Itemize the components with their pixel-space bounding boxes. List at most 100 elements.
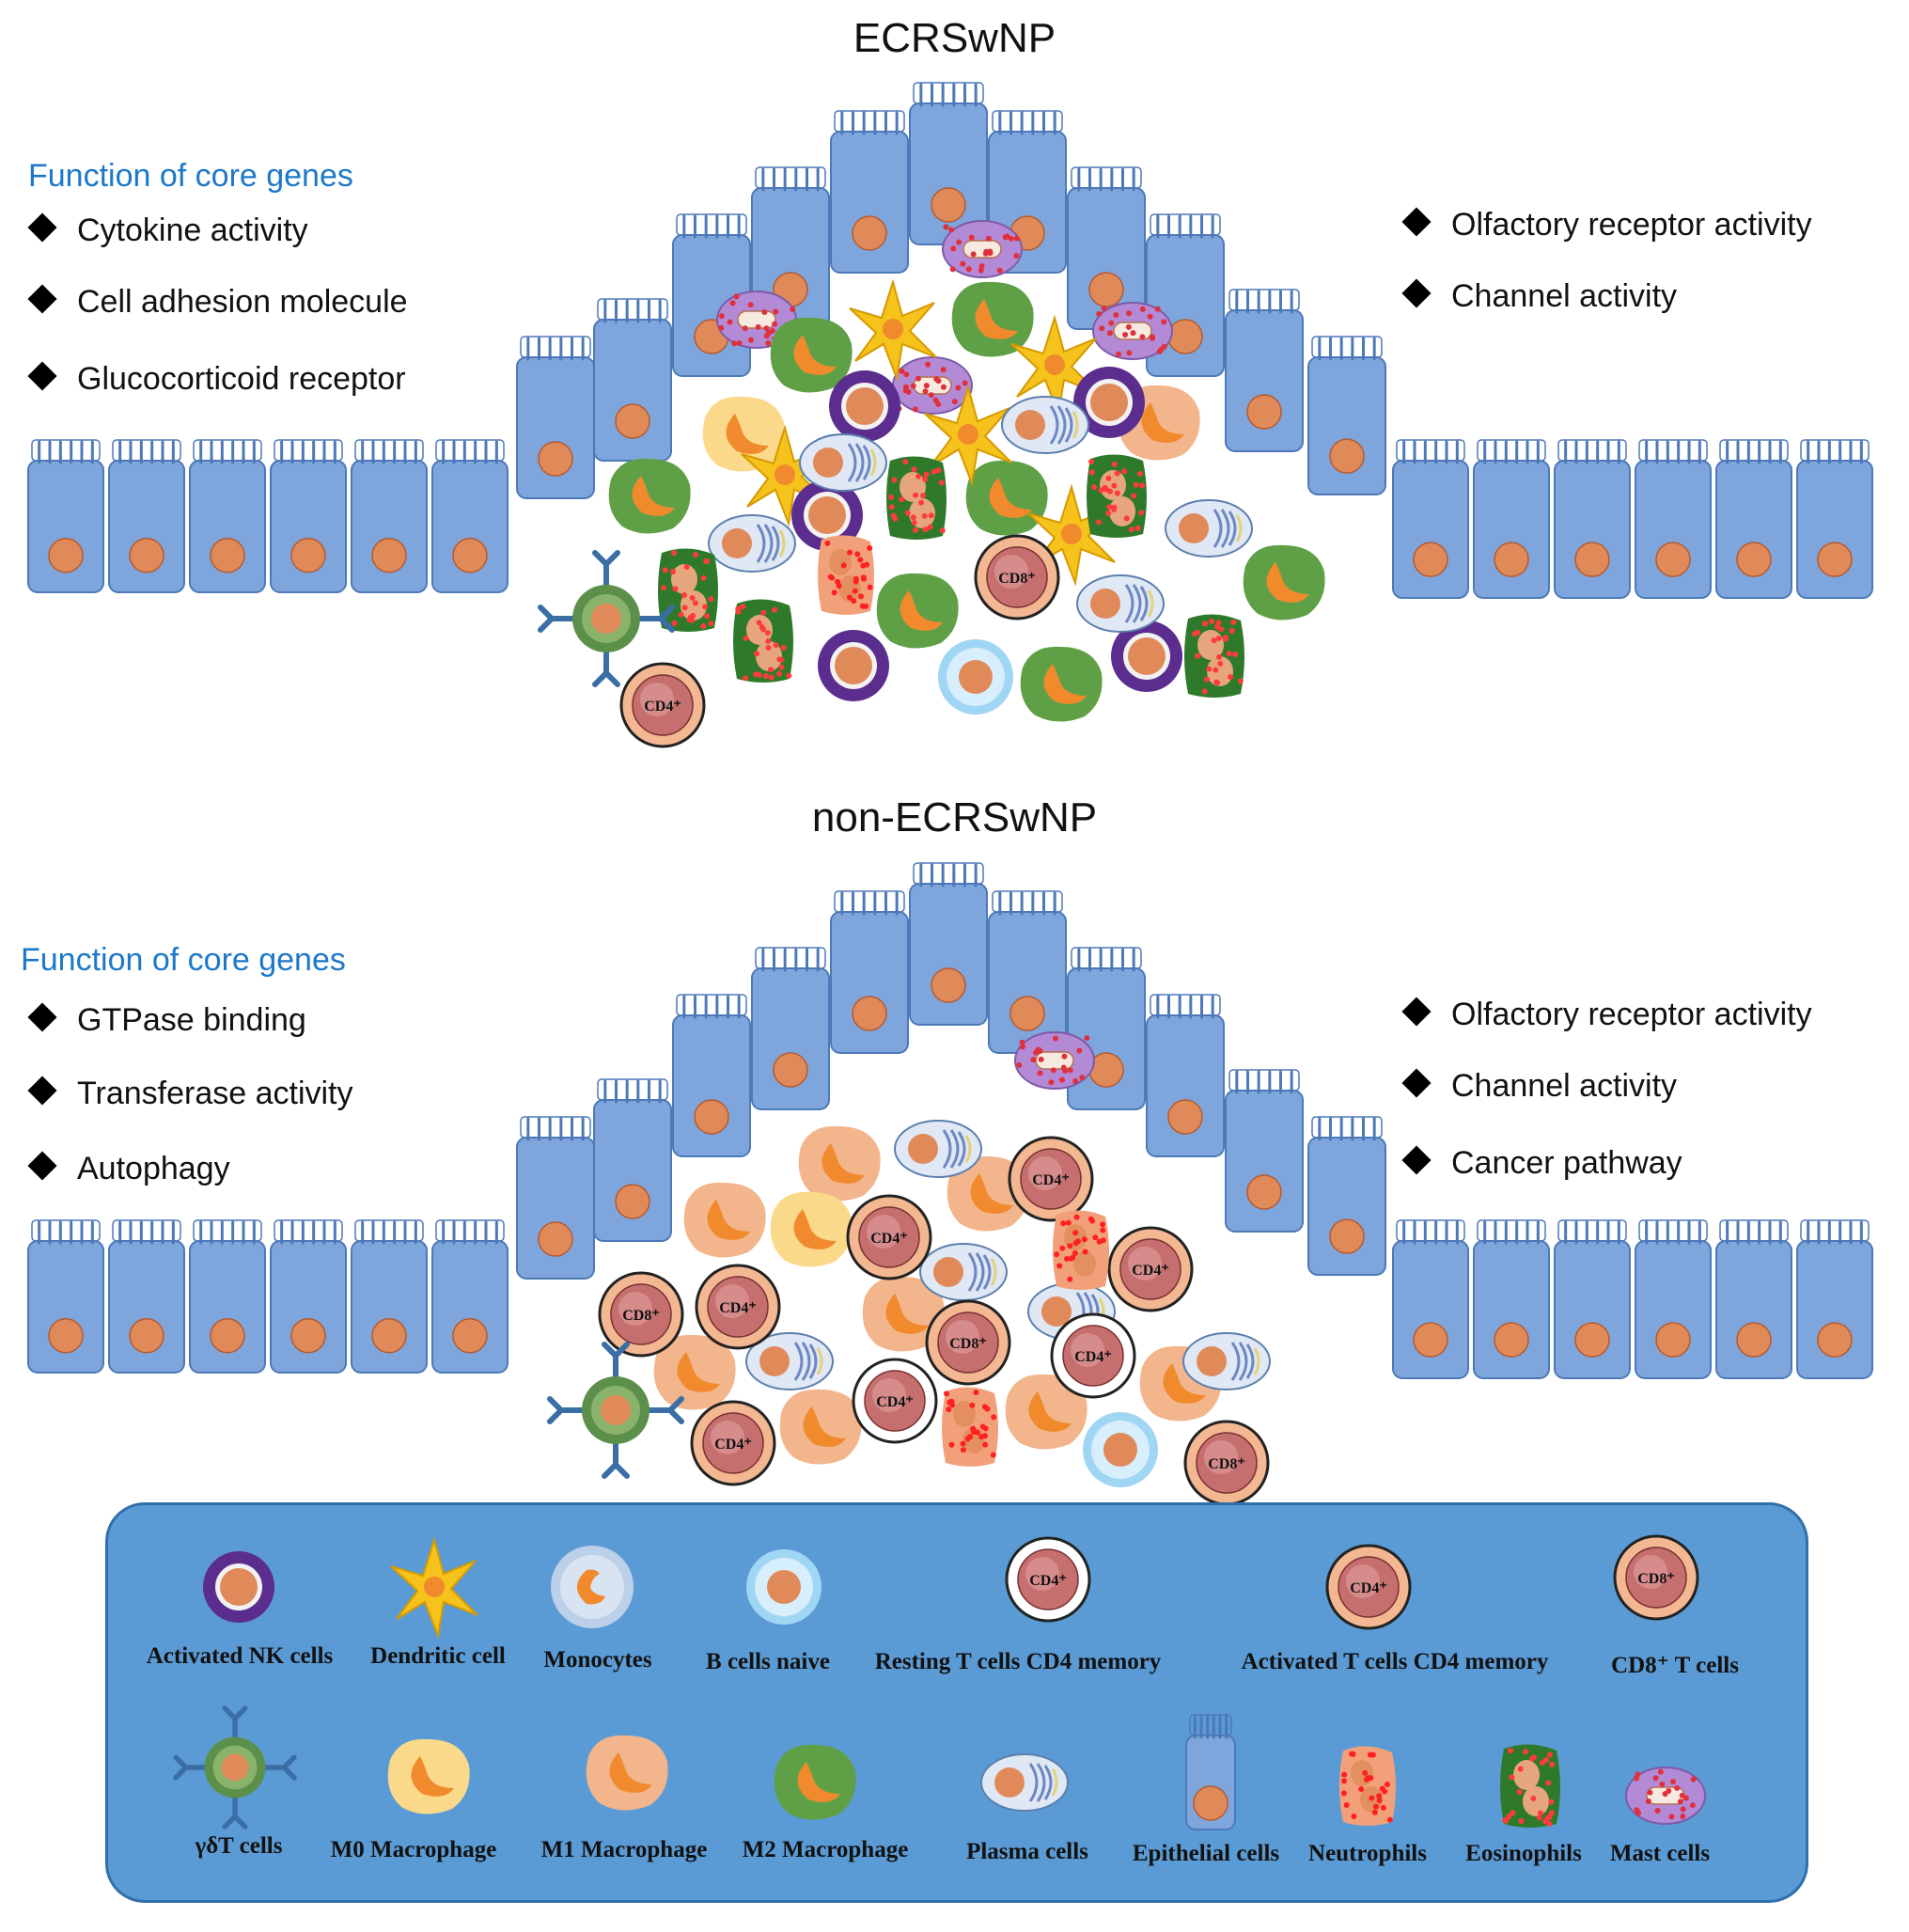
panel-title-non-ecrswnp: non-ECRSwNP xyxy=(811,794,1098,840)
legend-label-m0: M0 Macrophage xyxy=(330,1837,497,1862)
m0-macrophage xyxy=(770,1191,853,1267)
m1-macrophage xyxy=(798,1125,881,1202)
m0-macrophage xyxy=(702,396,785,472)
legend-label-neutrophils: Neutrophils xyxy=(1308,1841,1427,1866)
svg-text:CD8⁺: CD8⁺ xyxy=(1637,1571,1675,1587)
epithelial-cell xyxy=(1307,336,1386,495)
mast-cell xyxy=(1014,1031,1095,1090)
epithelial-cell xyxy=(108,439,185,593)
bullet-text: Cytokine activity xyxy=(77,212,308,248)
m2-macrophage xyxy=(1020,646,1103,722)
epithelial-cell xyxy=(431,1219,509,1374)
legend-label-m1: M1 Macrophage xyxy=(540,1837,708,1862)
eosinophil xyxy=(1500,1744,1560,1828)
eosinophil xyxy=(1184,614,1244,698)
legend-label-activated-nk: Activated NK cells xyxy=(146,1643,334,1669)
epithelial-cell xyxy=(909,82,988,245)
nk-cell xyxy=(829,370,900,442)
epithelial-cell xyxy=(1554,1219,1631,1379)
epithelial-cell xyxy=(189,1219,266,1374)
epithelial-cell xyxy=(1146,994,1225,1157)
nk-cell xyxy=(1111,620,1182,692)
plasma-cell xyxy=(1076,574,1165,633)
activated-cd4-t-cell: CD4⁺ xyxy=(1008,1136,1094,1222)
m1-macrophage xyxy=(586,1735,668,1811)
plasma-cell xyxy=(1182,1332,1271,1390)
epithelial-cell xyxy=(1225,1069,1304,1233)
resting-cd4-t-cell: CD4⁺ xyxy=(852,1358,938,1444)
legend-label-dendritic: Dendritic cell xyxy=(370,1643,506,1669)
epithelial-cell xyxy=(516,336,595,499)
epithelial-cell xyxy=(1635,439,1712,599)
bullet-text: Channel activity xyxy=(1451,278,1678,314)
gamma-delta-t-cell xyxy=(173,1705,297,1830)
epithelial-cell xyxy=(27,439,104,593)
m2-macrophage xyxy=(608,458,691,534)
bullet-item: Autophagy xyxy=(27,1151,230,1187)
b-cell xyxy=(1083,1412,1158,1487)
svg-text:CD4⁺: CD4⁺ xyxy=(644,699,681,715)
legend-label-eosinophils: Eosinophils xyxy=(1465,1841,1582,1866)
svg-text:CD4⁺: CD4⁺ xyxy=(1132,1263,1169,1279)
svg-text:CD8⁺: CD8⁺ xyxy=(622,1308,660,1324)
epithelial-cell xyxy=(108,1219,185,1374)
svg-text:CD8⁺: CD8⁺ xyxy=(1208,1456,1245,1472)
svg-text:CD4⁺: CD4⁺ xyxy=(870,1231,908,1247)
mast-cell xyxy=(892,356,973,415)
non-ecrswnp-tissue-diagram: CD4⁺CD4⁺CD4⁺CD4⁺CD8⁺CD8⁺CD4⁺CD4⁺CD4⁺CD8⁺ xyxy=(27,862,1873,1506)
epithelial-cell xyxy=(1473,1219,1550,1379)
eosinophil xyxy=(733,599,793,683)
eosinophil xyxy=(886,456,947,540)
legend-label-cd8: CD8⁺ T cells xyxy=(1611,1653,1739,1678)
epithelial-cell xyxy=(1392,1219,1469,1379)
plasma-cell xyxy=(708,514,796,573)
plasma-cell xyxy=(980,1753,1069,1812)
svg-text:CD4⁺: CD4⁺ xyxy=(719,1300,757,1316)
panel-title-ecrswnp: ECRSwNP xyxy=(853,15,1056,61)
cd8-t-cell: CD8⁺ xyxy=(598,1271,684,1358)
b-cell xyxy=(746,1549,821,1625)
plasma-cell xyxy=(894,1120,982,1178)
function-heading: Function of core genes xyxy=(21,942,346,978)
legend-label-plasma: Plasma cells xyxy=(966,1839,1088,1864)
svg-text:CD8⁺: CD8⁺ xyxy=(949,1336,987,1352)
epithelial-cell xyxy=(1225,289,1304,452)
neutrophil xyxy=(1053,1210,1109,1290)
svg-text:CD4⁺: CD4⁺ xyxy=(1032,1172,1070,1188)
m0-macrophage xyxy=(387,1738,470,1814)
m2-macrophage xyxy=(774,1744,856,1820)
epithelial-cell xyxy=(351,439,428,593)
mast-cell xyxy=(942,220,1023,278)
m2-macrophage xyxy=(951,281,1034,357)
bullet-item: Cancer pathway xyxy=(1401,1145,1682,1182)
dendritic-cell xyxy=(849,278,937,382)
bullet-text: Cell adhesion molecule xyxy=(77,284,408,320)
bullet-text: GTPase binding xyxy=(77,1002,306,1038)
activated-cd4-t-cell: CD4⁺ xyxy=(695,1264,781,1350)
bullet-text: Channel activity xyxy=(1451,1068,1678,1104)
epithelial-cell xyxy=(270,1219,347,1374)
bullet-text: Autophagy xyxy=(77,1151,230,1186)
plasma-cell xyxy=(799,433,887,492)
bullet-text: Olfactory receptor activity xyxy=(1451,997,1812,1032)
legend-label-b-naive: B cells naive xyxy=(706,1649,830,1674)
svg-text:CD4⁺: CD4⁺ xyxy=(1029,1573,1067,1589)
epithelial-cell xyxy=(1473,439,1550,599)
legend-label-monocytes: Monocytes xyxy=(543,1647,652,1673)
mast-cell xyxy=(1092,302,1173,360)
epithelial-cell xyxy=(1796,1219,1873,1379)
m1-macrophage xyxy=(779,1389,862,1465)
resting-cd4-t-cell: CD4⁺ xyxy=(1050,1312,1136,1399)
bullet-text: Cancer pathway xyxy=(1451,1145,1682,1181)
plasma-cell xyxy=(1165,499,1253,558)
epithelial-cell xyxy=(751,947,830,1110)
epithelial-cell xyxy=(593,1078,672,1242)
legend-label-epithelial: Epithelial cells xyxy=(1132,1841,1280,1866)
legend-label-gd-t: γδT cells xyxy=(195,1833,283,1859)
b-cell xyxy=(938,639,1013,715)
eosinophil xyxy=(1087,454,1147,538)
gamma-delta-t-cell xyxy=(538,550,675,687)
bullet-item: Transferase activity xyxy=(27,1076,353,1112)
svg-text:CD4⁺: CD4⁺ xyxy=(1074,1349,1112,1365)
